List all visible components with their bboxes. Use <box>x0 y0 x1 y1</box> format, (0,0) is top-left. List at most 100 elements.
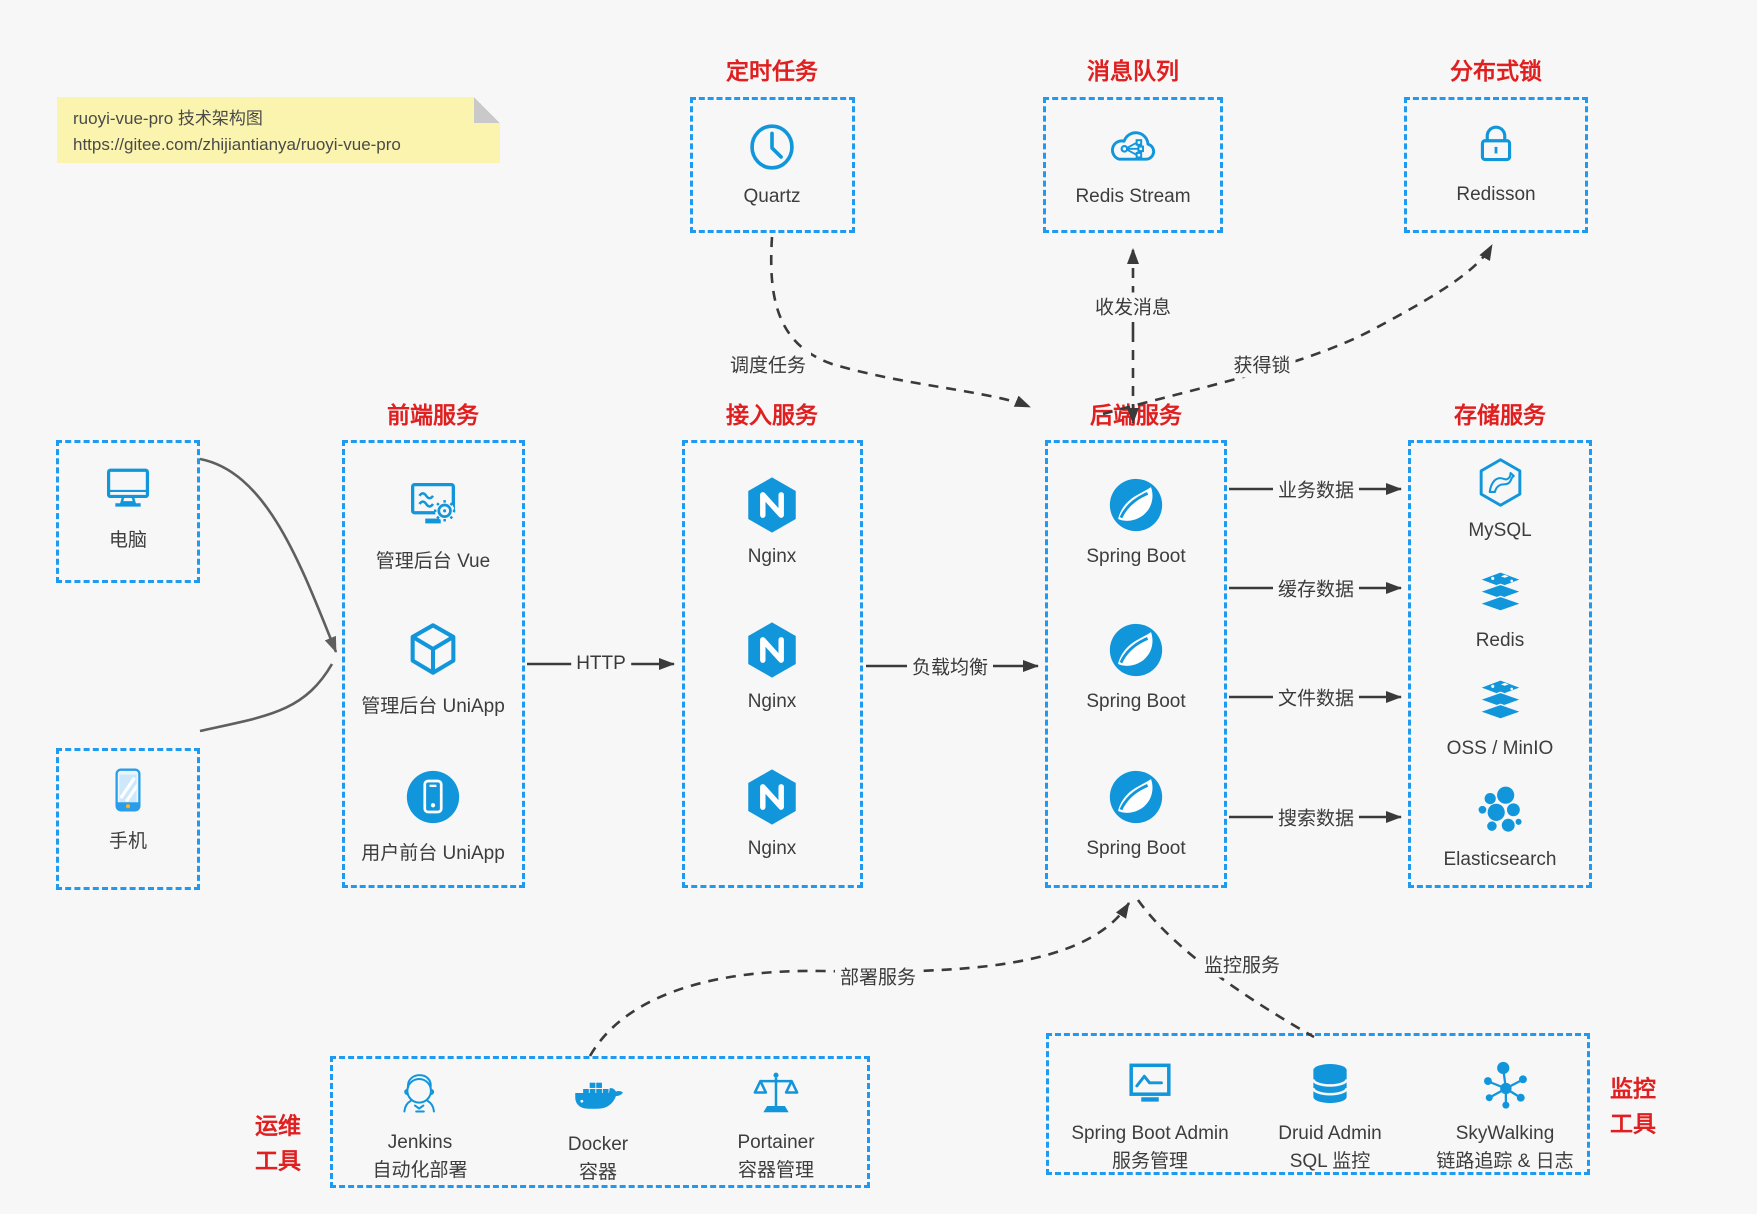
node-sublabel: 服务管理 <box>1111 1151 1188 1172</box>
node-label: 管理后台 Vue <box>375 551 491 572</box>
node-nginx-3: Nginx <box>681 766 863 860</box>
node-sublabel: 容器 <box>578 1162 617 1183</box>
node-portainer: Portainer 容器管理 <box>691 1068 861 1182</box>
node-label: 用户前台 UniApp <box>361 843 505 864</box>
node-quartz: Quartz <box>692 118 852 208</box>
node-redisson: Redisson <box>1416 118 1576 206</box>
edge-label-load-balance: 负载均衡 <box>906 652 994 680</box>
node-label: SkyWalking <box>1455 1123 1555 1144</box>
edge-label-search-data: 搜索数据 <box>1272 803 1360 831</box>
node-label: Elasticsearch <box>1443 849 1557 870</box>
node-label: Spring Boot <box>1086 691 1186 712</box>
druid-icon <box>1302 1057 1358 1118</box>
node-nginx-1: Nginx <box>681 474 863 568</box>
clock-icon <box>743 118 801 181</box>
node-redis: Redis <box>1409 565 1591 652</box>
group-title-distributed-lock: 分布式锁 <box>1450 58 1542 84</box>
ops-tools-box <box>330 1056 870 1188</box>
node-pc: 电脑 <box>56 461 200 552</box>
node-label: MySQL <box>1468 520 1532 541</box>
node-spring-boot-3: Spring Boot <box>1045 766 1227 860</box>
nginx-icon <box>741 766 803 833</box>
edge-label-deploy: 部署服务 <box>834 962 922 990</box>
node-label: Nginx <box>747 546 797 567</box>
node-label: Druid Admin <box>1278 1123 1382 1144</box>
distributed-lock-box <box>1404 97 1588 233</box>
group-title-scheduled-tasks: 定时任务 <box>726 58 818 84</box>
node-user-uniapp: 用户前台 UniApp <box>342 766 524 865</box>
node-label: Redis Stream <box>1075 186 1191 207</box>
edge-label-cache-data: 缓存数据 <box>1272 574 1360 602</box>
node-sublabel: SQL 监控 <box>1289 1151 1371 1172</box>
node-label: Spring Boot <box>1086 838 1186 859</box>
node-spring-boot-2: Spring Boot <box>1045 619 1227 713</box>
node-oss-minio: OSS / MinIO <box>1409 673 1591 760</box>
node-label: Redis <box>1475 630 1525 651</box>
edge-label-business-data: 业务数据 <box>1272 475 1360 503</box>
smartphone-icon <box>102 764 154 821</box>
spring-boot-admin-icon <box>1122 1057 1178 1118</box>
node-sublabel: 链路追踪 & 日志 <box>1436 1151 1574 1172</box>
quartz-box <box>690 97 855 233</box>
node-sublabel: 自动化部署 <box>372 1160 468 1181</box>
spring-icon <box>1105 474 1167 541</box>
pc-box <box>56 440 200 583</box>
spring-icon <box>1105 766 1167 833</box>
node-redis-stream: Redis Stream <box>1053 118 1213 208</box>
node-label: 管理后台 UniApp <box>361 696 505 717</box>
note-url: https://gitee.com/zhijiantianya/ruoyi-vu… <box>73 134 401 154</box>
nginx-icon <box>741 619 803 686</box>
group-title-frontend: 前端服务 <box>387 402 479 428</box>
group-title-monitor-tools: 监控 工具 <box>1610 1075 1656 1137</box>
spring-icon <box>1105 619 1167 686</box>
node-mobile: 手机 <box>56 764 200 853</box>
node-druid-admin: Druid Admin SQL 监控 <box>1237 1057 1423 1173</box>
node-label: Nginx <box>747 838 797 859</box>
node-label: Redisson <box>1456 184 1536 205</box>
group-title-storage: 存储服务 <box>1454 402 1546 428</box>
backend-services-box <box>1045 440 1227 888</box>
docker-icon <box>570 1068 626 1129</box>
node-label: OSS / MinIO <box>1446 738 1554 759</box>
node-label: Spring Boot Admin <box>1071 1123 1229 1144</box>
user-app-icon <box>402 766 464 833</box>
portainer-icon <box>749 1068 803 1127</box>
note-title: ruoyi-vue-pro 技术架构图 <box>73 109 263 128</box>
admin-vue-icon <box>402 474 464 541</box>
storage-services-box <box>1408 440 1592 888</box>
node-label: 电脑 <box>108 530 147 551</box>
message-queue-box <box>1043 97 1223 233</box>
sticky-note: ruoyi-vue-pro 技术架构图 https://gitee.com/zh… <box>57 97 500 163</box>
group-title-backend: 后端服务 <box>1090 402 1182 428</box>
node-admin-vue: 管理后台 Vue <box>342 474 524 573</box>
node-sublabel: 容器管理 <box>737 1160 814 1181</box>
node-nginx-2: Nginx <box>681 619 863 713</box>
desktop-icon <box>101 461 155 520</box>
phone-box <box>56 748 200 890</box>
cloud-mq-icon <box>1104 118 1162 181</box>
node-label: Portainer <box>737 1132 815 1153</box>
lock-icon <box>1468 118 1524 179</box>
node-label: Docker <box>567 1134 629 1155</box>
node-mysql: MySQL <box>1409 455 1591 542</box>
edge-label-http: HTTP <box>571 653 631 675</box>
monitor-tools-box <box>1046 1033 1590 1175</box>
group-title-message-queue: 消息队列 <box>1087 58 1179 84</box>
skywalking-icon <box>1477 1057 1533 1118</box>
nginx-icon <box>741 474 803 541</box>
node-label: Spring Boot <box>1086 546 1186 567</box>
edge-label-lock: 获得锁 <box>1228 350 1296 378</box>
edge-label-messaging: 收发消息 <box>1089 292 1177 320</box>
group-title-access: 接入服务 <box>726 402 818 428</box>
node-skywalking: SkyWalking 链路追踪 & 日志 <box>1412 1057 1598 1173</box>
oss-stack-icon <box>1473 673 1528 733</box>
node-label: Nginx <box>747 691 797 712</box>
node-spring-boot-1: Spring Boot <box>1045 474 1227 568</box>
node-elasticsearch: Elasticsearch <box>1409 784 1591 871</box>
group-title-ops-tools: 运维 工具 <box>255 1112 301 1174</box>
redis-stack-icon <box>1473 565 1528 625</box>
edge-label-monitor: 监控服务 <box>1198 950 1286 978</box>
node-docker: Docker 容器 <box>513 1068 683 1184</box>
uniapp-cube-icon <box>402 619 464 686</box>
